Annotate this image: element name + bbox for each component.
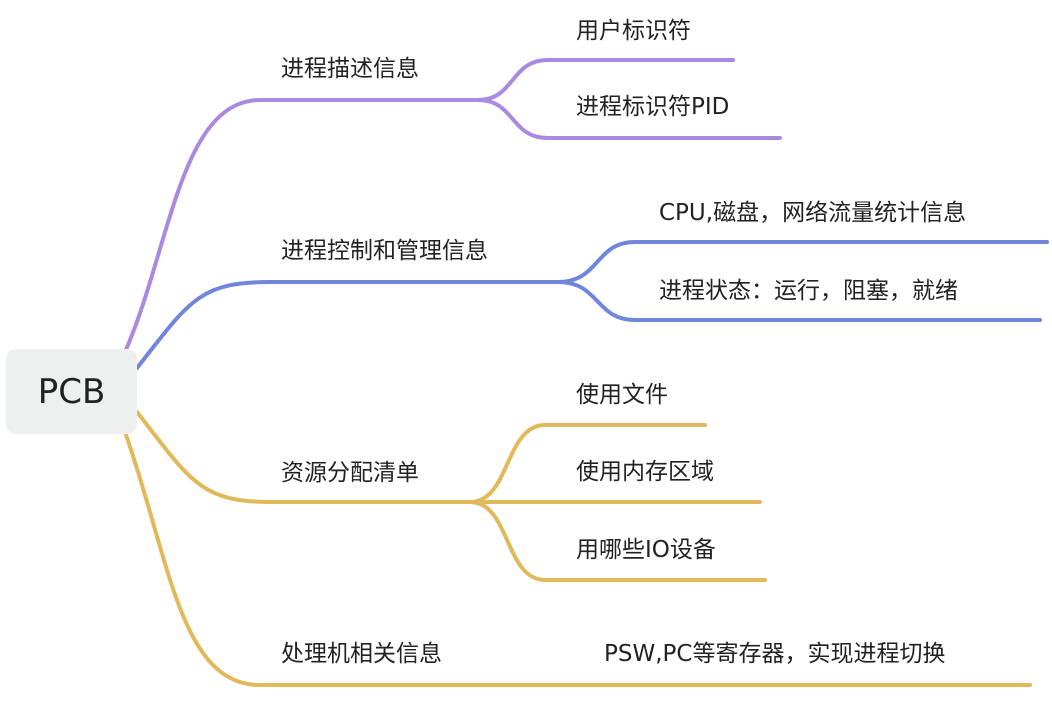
node-io-devices[interactable]: 用哪些IO设备 [576, 537, 716, 563]
node-process-state[interactable]: 进程状态：运行，阻塞，就绪 [659, 278, 958, 304]
node-processor-info[interactable]: 处理机相关信息 [281, 641, 442, 667]
node-resource-list[interactable]: 资源分配清单 [281, 460, 419, 486]
branch-2-lines [135, 240, 1049, 370]
root-node[interactable]: PCB [6, 349, 137, 434]
node-memory[interactable]: 使用内存区域 [576, 459, 714, 485]
node-user-id[interactable]: 用户标识符 [576, 18, 691, 44]
node-files[interactable]: 使用文件 [576, 382, 668, 408]
branch-3-lines [123, 410, 1032, 687]
node-process-control[interactable]: 进程控制和管理信息 [281, 238, 488, 264]
node-cpu-stats[interactable]: CPU,磁盘，网络流量统计信息 [659, 200, 967, 226]
branch-1-lines [123, 58, 782, 354]
node-registers[interactable]: PSW,PC等寄存器，实现进程切换 [604, 641, 946, 667]
node-pid[interactable]: 进程标识符PID [576, 94, 730, 120]
node-process-description[interactable]: 进程描述信息 [281, 56, 419, 82]
